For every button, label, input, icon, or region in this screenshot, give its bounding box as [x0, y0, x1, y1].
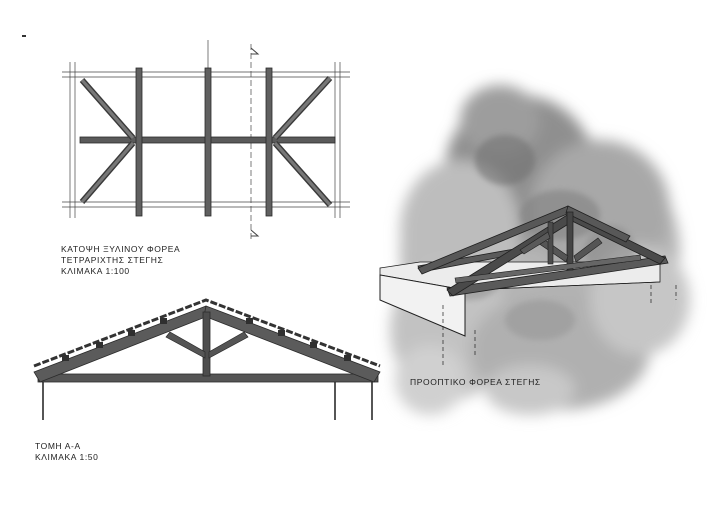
- plan-scale: ΚΛΙΜΑΚΑ 1:100: [61, 266, 130, 276]
- perspective-tie-beam: [454, 254, 642, 284]
- plan-joists: [135, 67, 273, 217]
- perspective-wall-plate: [446, 255, 669, 297]
- perspective-strut-right: [573, 237, 603, 263]
- section-roof-tiles: [33, 298, 381, 368]
- section-scale: ΚΛΙΜΑΚΑ 1:50: [35, 452, 99, 462]
- section-king-post: [202, 311, 211, 377]
- sheet-corner-mark: [22, 35, 26, 37]
- perspective-king-post: [566, 211, 574, 271]
- section-title: ΤΟΜΗ Α-Α: [35, 441, 81, 451]
- perspective-wall-front: [379, 274, 466, 337]
- roof-perspective-drawing: [379, 205, 677, 365]
- section-strut-right: [208, 331, 249, 359]
- section-strut-left: [165, 331, 206, 359]
- roof-section-drawing: [33, 298, 381, 420]
- roof-plan-drawing: [62, 40, 350, 242]
- plan-title-line1: ΚΑΤΟΨΗ ΞΥΛΙΝΟΥ ΦΟΡΕΑ: [61, 244, 181, 254]
- section-purlins: [62, 318, 351, 361]
- perspective-title: ΠΡΟΟΠΤΙΚΟ ΦΟΡΕΑ ΣΤΕΓΗΣ: [410, 377, 541, 387]
- section-posts: [42, 378, 373, 420]
- perspective-rafter-back-right: [565, 205, 631, 243]
- plan-title-line2: ΤΕΤΡΑΡΙΧΤΗΣ ΣΤΕΓΗΣ: [61, 255, 164, 265]
